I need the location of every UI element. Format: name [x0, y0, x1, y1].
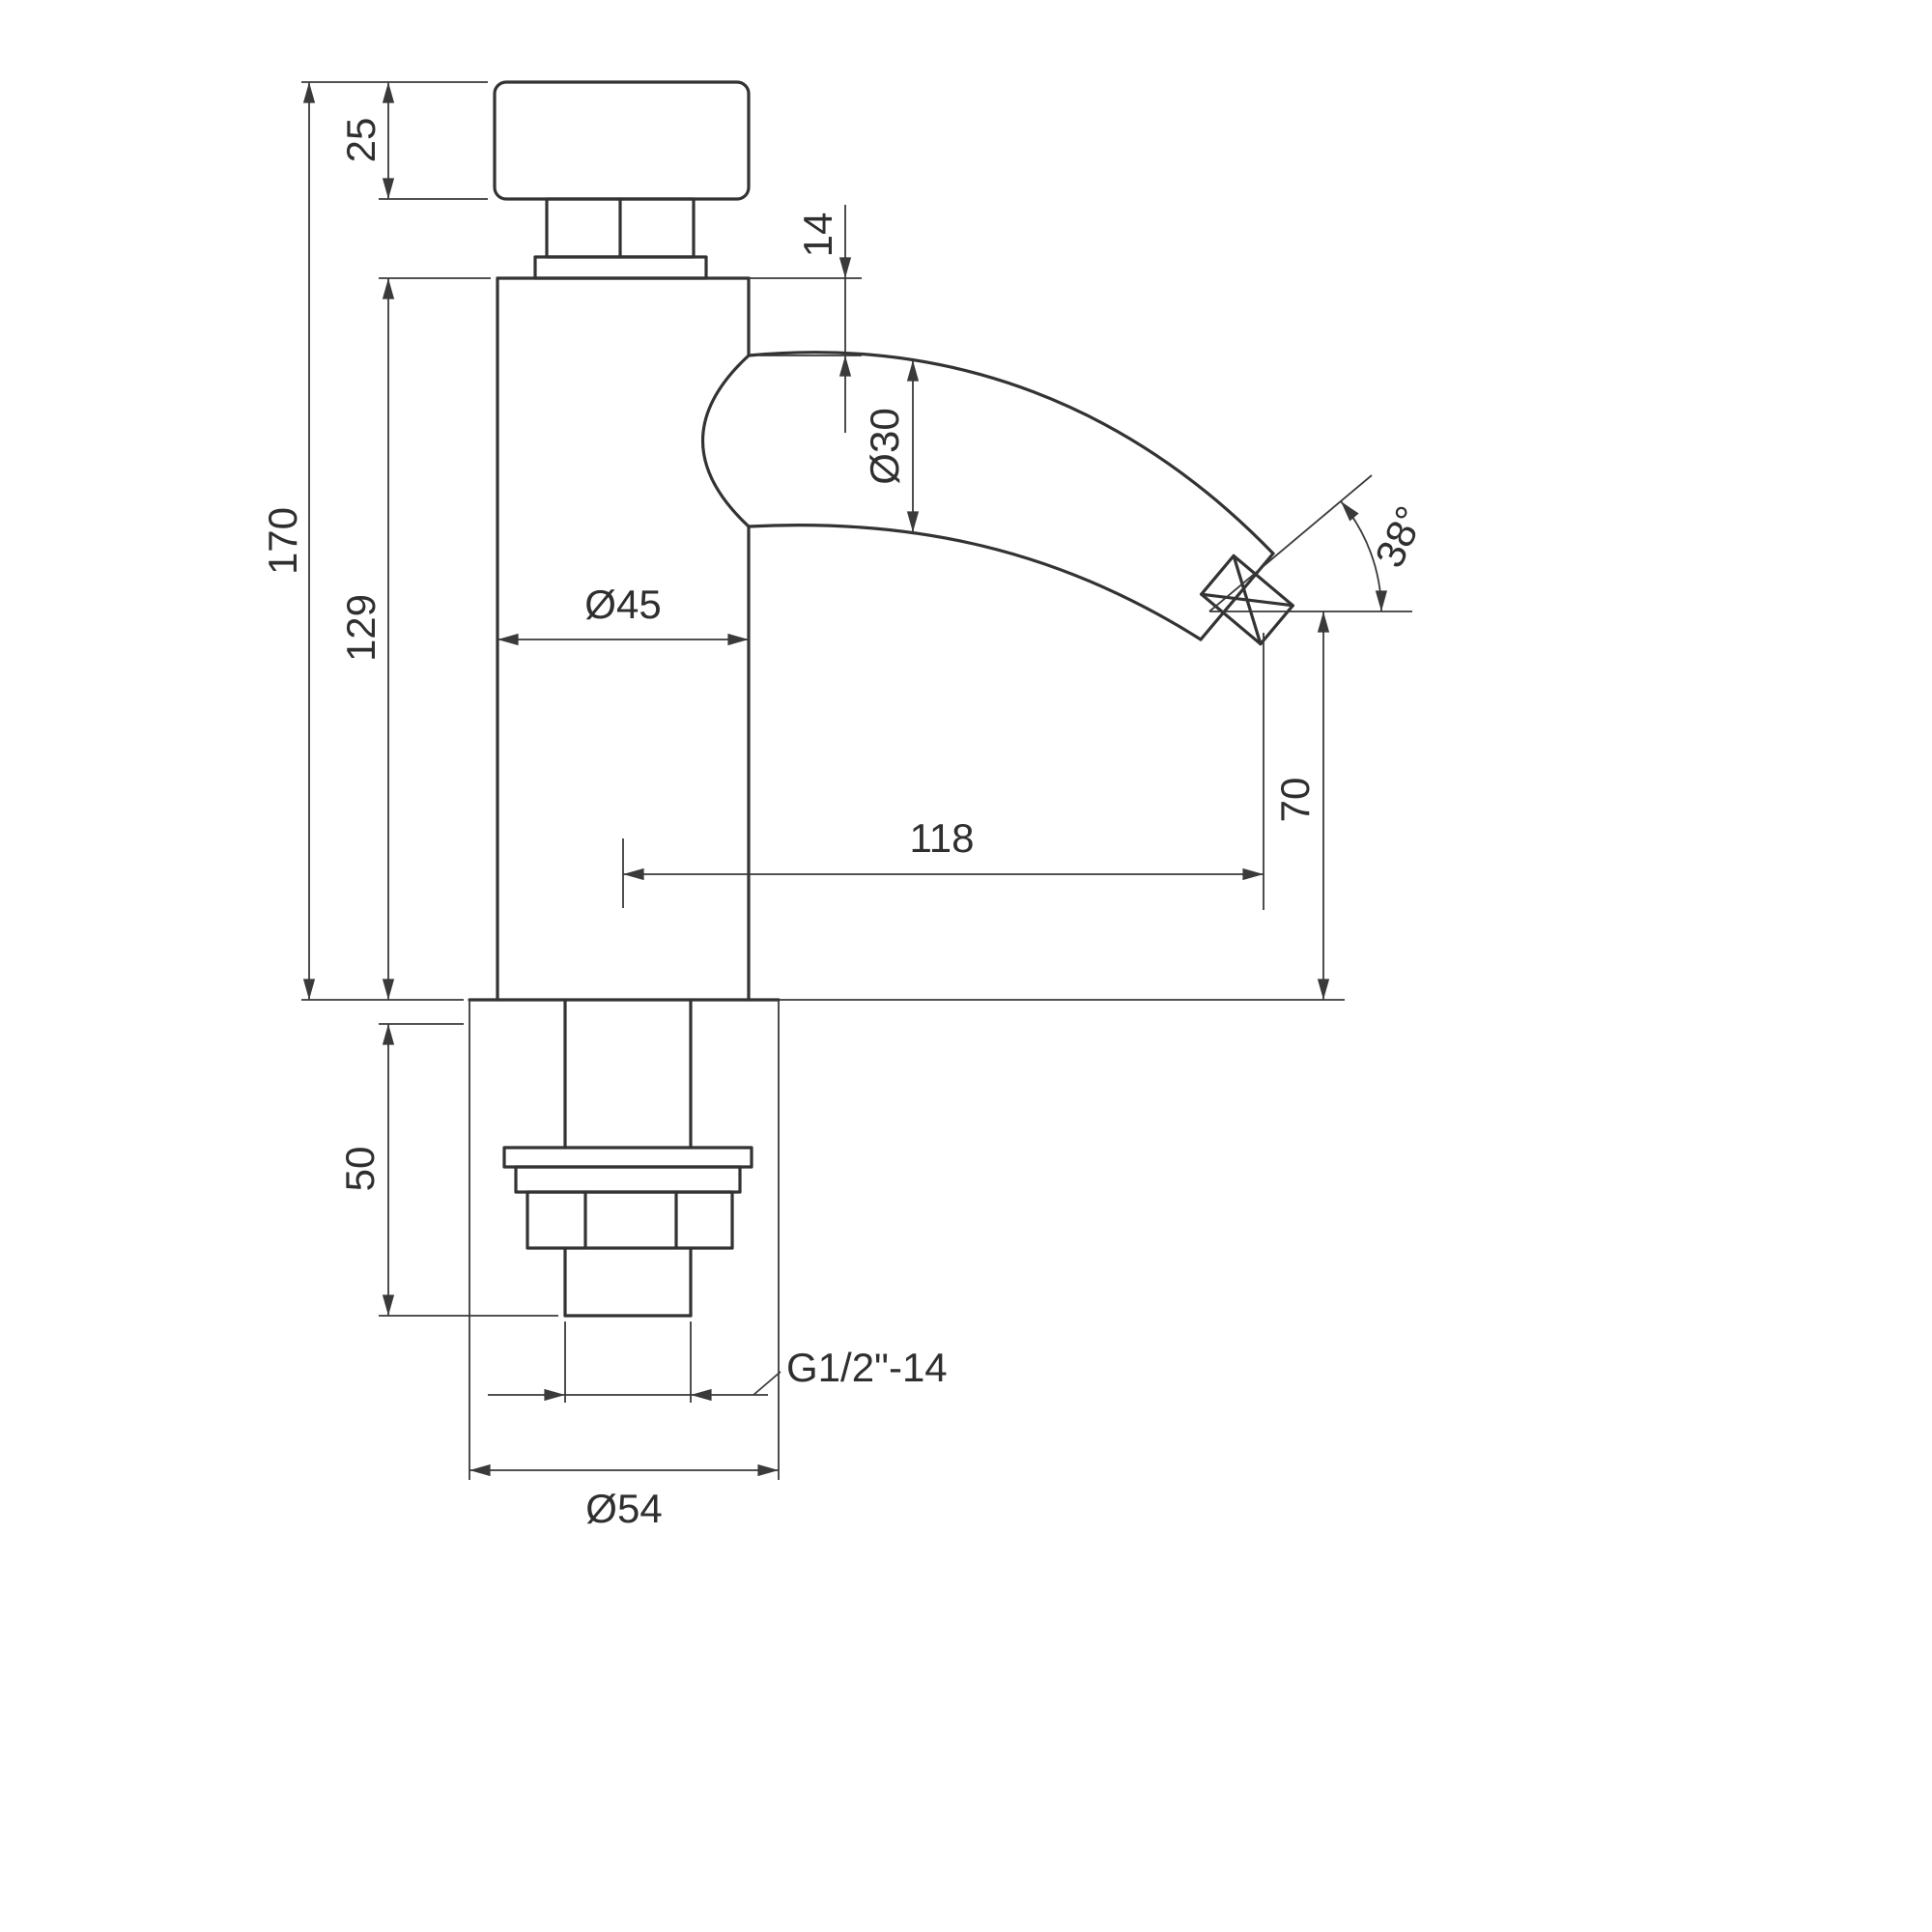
faucet-outline [468, 80, 1294, 1480]
spout-root-curve [700, 354, 751, 528]
dim-arc-spout-angle [1340, 500, 1388, 612]
aerator-cross-2 [1200, 592, 1294, 608]
washer-upper [502, 1146, 753, 1169]
spout-bottom-curve [747, 524, 1203, 641]
dim-text-spout-reach: 118 [910, 815, 975, 861]
dim-text-body-height: 129 [338, 594, 384, 662]
dim-text-shank-length: 50 [337, 1147, 383, 1192]
cap-flange [533, 255, 708, 280]
dim-text-spout-angle: 38° [1366, 499, 1433, 574]
dimensions: 25 170 129 14 Ø30 Ø45 38° 70 118 50 [260, 81, 1434, 1531]
dim-text-total-height: 170 [260, 507, 305, 575]
leader-line-thread [753, 1371, 781, 1396]
dim-text-spout-drop: 14 [795, 213, 840, 258]
dim-text-spout-tube-diameter: Ø30 [862, 408, 907, 484]
dim-text-outlet-height: 70 [1272, 778, 1318, 823]
hex-nut [526, 1190, 734, 1250]
spout-top-curve [747, 351, 1275, 555]
dim-text-body-diameter: Ø45 [584, 582, 661, 627]
push-button-cap [493, 80, 751, 201]
washer-lower [514, 1165, 742, 1194]
aerator-housing [1200, 554, 1294, 646]
angle-ref-line-inclined [1208, 474, 1373, 612]
dim-text-cap-height: 25 [338, 118, 384, 163]
aerator-icon [1200, 554, 1294, 646]
dim-text-thread-spec: G1/2"-14 [786, 1345, 948, 1390]
dim-text-base-diameter: Ø54 [585, 1486, 662, 1531]
